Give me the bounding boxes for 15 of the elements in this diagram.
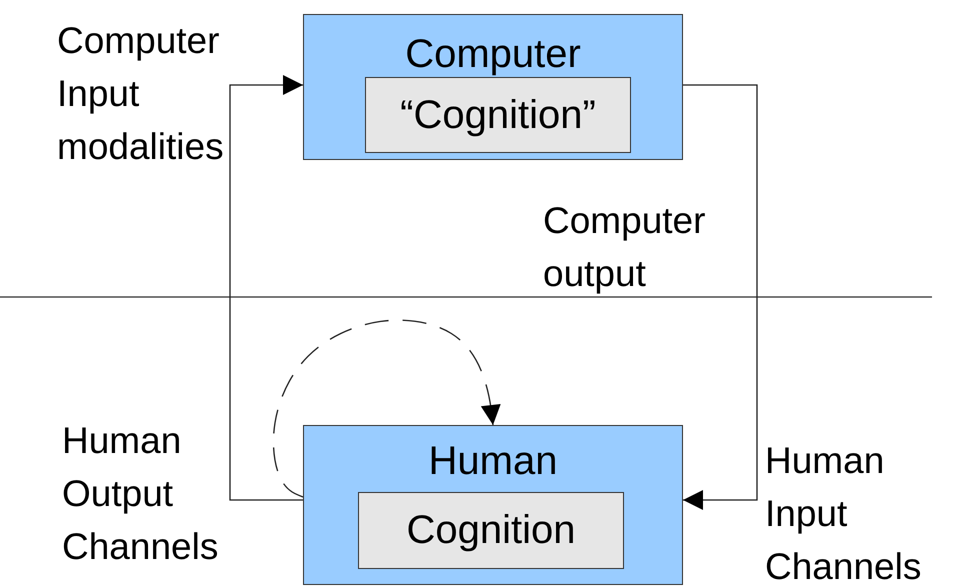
box-title: Human [428, 438, 558, 484]
box-title: Computer [404, 31, 582, 77]
inner-box [358, 492, 624, 569]
annotation-text: Human Output Channels [62, 419, 220, 569]
arrow [229, 75, 303, 501]
arrow [683, 84, 758, 510]
annotation-text: Computer output [543, 199, 706, 296]
process-box [303, 425, 683, 585]
inner-box [365, 77, 631, 153]
annotation-text: Computer Input modalities [57, 19, 225, 169]
box-title: Cognition [405, 507, 576, 553]
process-box [303, 14, 683, 160]
annotation-text: Human Input Channels [765, 439, 922, 588]
dashed-loop-arrow [272, 320, 501, 498]
box-title: “Cognition” [399, 92, 597, 138]
